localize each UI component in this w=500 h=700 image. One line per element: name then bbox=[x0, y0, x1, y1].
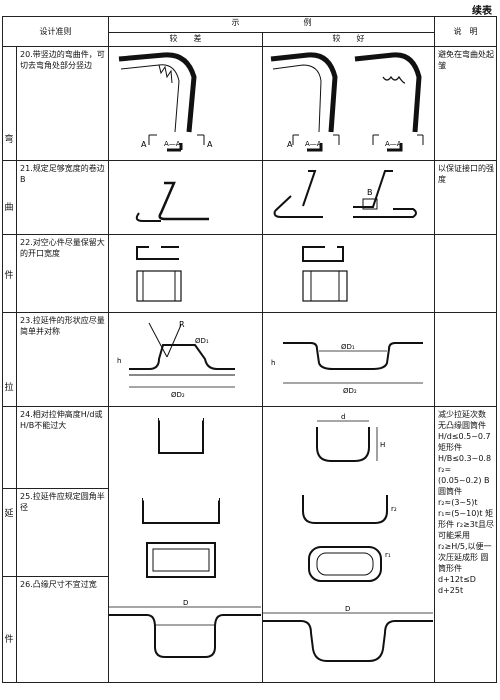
category-draw-1: 拉 bbox=[4, 383, 14, 393]
svg-text:A: A bbox=[287, 140, 293, 149]
svg-text:ØD₁: ØD₁ bbox=[341, 343, 355, 351]
fig-20-good: A A—A A—A bbox=[262, 46, 435, 161]
label-d2: ØD₂ bbox=[171, 391, 185, 399]
label-r1: r₁ bbox=[385, 551, 391, 559]
category-draw-2: 延 bbox=[4, 509, 14, 519]
svg-text:A—A: A—A bbox=[385, 140, 402, 148]
header-example: 示 例 bbox=[108, 16, 435, 33]
category-cell bbox=[2, 160, 17, 235]
fig-24-26-good: H d r₂ r₁ D bbox=[262, 406, 435, 683]
fig-24-26-poor: D bbox=[108, 406, 263, 683]
rule-26: 26.凸缘尺寸不宜过宽 bbox=[16, 575, 109, 684]
category-cell bbox=[2, 406, 17, 489]
svg-text:ØD₂: ØD₂ bbox=[343, 387, 357, 395]
fig-20-poor: A A A—A bbox=[108, 46, 263, 161]
label-d: d bbox=[341, 413, 345, 421]
hem-poor-drawing bbox=[135, 181, 209, 222]
note-24: 减少拉延次数 无凸缘圆筒件 H/d≤0.5~0.7 矩形件 H/B≤0.3~0.… bbox=[434, 406, 497, 683]
category-bend-1: 弯 bbox=[4, 135, 14, 145]
rule-23: 23.拉延件的形状应尽量简单并对称 bbox=[16, 312, 109, 407]
category-bend-3: 件 bbox=[4, 271, 14, 281]
label-rr: r₂ bbox=[391, 505, 397, 513]
header-principle: 设计准则 bbox=[2, 16, 109, 47]
continued-label: 续表 bbox=[472, 6, 492, 17]
bend-poor-drawing: A A A—A bbox=[118, 52, 213, 152]
label-d1: ØD₁ bbox=[195, 337, 209, 345]
fig-21-good: B bbox=[262, 160, 435, 235]
header-good: 较 好 bbox=[262, 32, 435, 47]
hollow-good-drawing bbox=[302, 246, 348, 302]
rule-24: 24.相对拉伸高度H/d或H/B不能过大 bbox=[16, 406, 109, 489]
label-dd: D bbox=[183, 599, 188, 607]
section-label: A—A bbox=[164, 140, 181, 148]
drawing-good-shape: ØD₁ ØD₂ h bbox=[271, 342, 423, 395]
hollow-poor-drawing bbox=[136, 245, 182, 302]
fig-21-poor bbox=[108, 160, 263, 235]
svg-text:A: A bbox=[207, 140, 213, 149]
fig-22-good bbox=[262, 234, 435, 313]
category-draw-3: 件 bbox=[4, 635, 14, 645]
note-20: 避免在弯曲处起皱 bbox=[434, 46, 497, 161]
rule-22: 22.对空心件尽量保留大的开口宽度 bbox=[16, 234, 109, 313]
note-23 bbox=[434, 312, 497, 407]
fig-23-good: ØD₁ ØD₂ h bbox=[262, 312, 435, 407]
rule-21: 21.规定足够宽度的卷边B bbox=[16, 160, 109, 235]
label-h: h bbox=[117, 357, 121, 365]
header-notes: 说 明 bbox=[434, 16, 497, 47]
svg-text:A—A: A—A bbox=[305, 140, 322, 148]
cup-poor-drawing: D bbox=[109, 417, 261, 658]
label-hh: H bbox=[380, 441, 385, 449]
note-21: 以保证接口的强度 bbox=[434, 160, 497, 235]
svg-text:D: D bbox=[345, 605, 350, 613]
fig-23-poor: R ØD₁ ØD₂ h bbox=[108, 312, 263, 407]
fig-22-poor bbox=[108, 234, 263, 313]
label-r: R bbox=[179, 320, 185, 329]
category-bend-2: 曲 bbox=[4, 203, 14, 213]
rule-25: 25.拉延件应规定圆角半径 bbox=[16, 487, 109, 577]
svg-text:h: h bbox=[271, 359, 275, 367]
header-poor: 较 差 bbox=[108, 32, 263, 47]
category-cell bbox=[2, 487, 17, 577]
design-table: 设计准则 示 例 说 明 较 差 较 好 20.带竖边的弯曲件，可切去弯角处部分… bbox=[2, 16, 497, 684]
bend-good-drawing: A A—A A—A bbox=[270, 52, 424, 152]
hem-good-drawing: B bbox=[273, 170, 417, 218]
label-b: B bbox=[367, 188, 373, 197]
label-a: A bbox=[141, 140, 147, 149]
cup-good-drawing: H d r₂ r₁ D bbox=[263, 413, 433, 662]
drawing-poor-shape: R ØD₁ ØD₂ h bbox=[117, 320, 235, 399]
category-cell bbox=[2, 575, 17, 684]
note-22 bbox=[434, 234, 497, 313]
rule-20: 20.带竖边的弯曲件，可切去弯角处部分竖边 bbox=[16, 46, 109, 161]
